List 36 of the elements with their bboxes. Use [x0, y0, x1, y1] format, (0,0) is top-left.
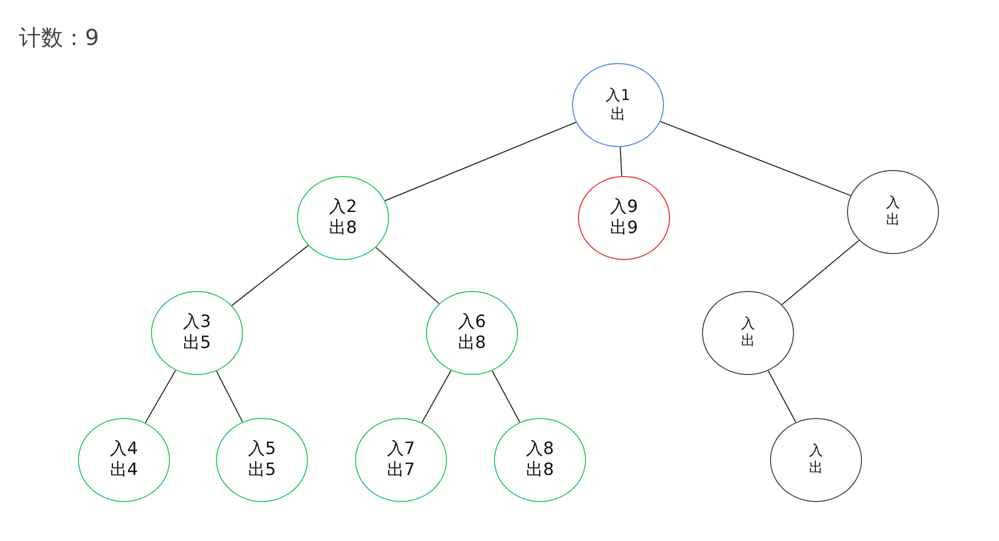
node-text: 出9 — [610, 218, 638, 240]
connector-line — [375, 246, 440, 304]
node-text: 入1 — [606, 86, 630, 105]
connector-line — [781, 240, 860, 306]
node-text: 出7 — [387, 460, 415, 482]
node-text: 出 — [610, 105, 626, 124]
connector-line — [231, 244, 309, 306]
node-text: 入 — [741, 316, 755, 333]
connector-line — [660, 120, 852, 196]
node-text: 入9 — [610, 196, 638, 218]
node-text: 入2 — [329, 196, 357, 218]
node-text: 出4 — [110, 460, 138, 482]
node-text: 出8 — [526, 460, 554, 482]
node-text: 入 — [886, 194, 900, 212]
node-text: 出8 — [329, 218, 357, 240]
connector-line — [384, 122, 577, 202]
node-text: 出 — [809, 460, 823, 478]
connector-line — [216, 370, 244, 422]
connector-line — [492, 370, 520, 423]
connector-line — [144, 370, 176, 424]
node-text: 出 — [886, 212, 900, 230]
node-text: 出5 — [248, 460, 276, 482]
node-text: 入5 — [248, 438, 276, 460]
node-text: 入 — [809, 442, 823, 460]
connector-line — [620, 146, 622, 177]
node-text: 出 — [741, 333, 755, 350]
node-text: 入7 — [387, 438, 415, 460]
node-text: 出8 — [458, 333, 486, 354]
node-text: 出5 — [183, 333, 211, 354]
node-text: 入6 — [458, 312, 486, 333]
connector-line — [421, 370, 452, 424]
node-text: 入3 — [183, 312, 211, 333]
counter-text: 计数：9 — [19, 25, 99, 53]
node-text: 入4 — [110, 438, 138, 460]
connector-line — [768, 370, 796, 423]
node-text: 入8 — [526, 438, 554, 460]
